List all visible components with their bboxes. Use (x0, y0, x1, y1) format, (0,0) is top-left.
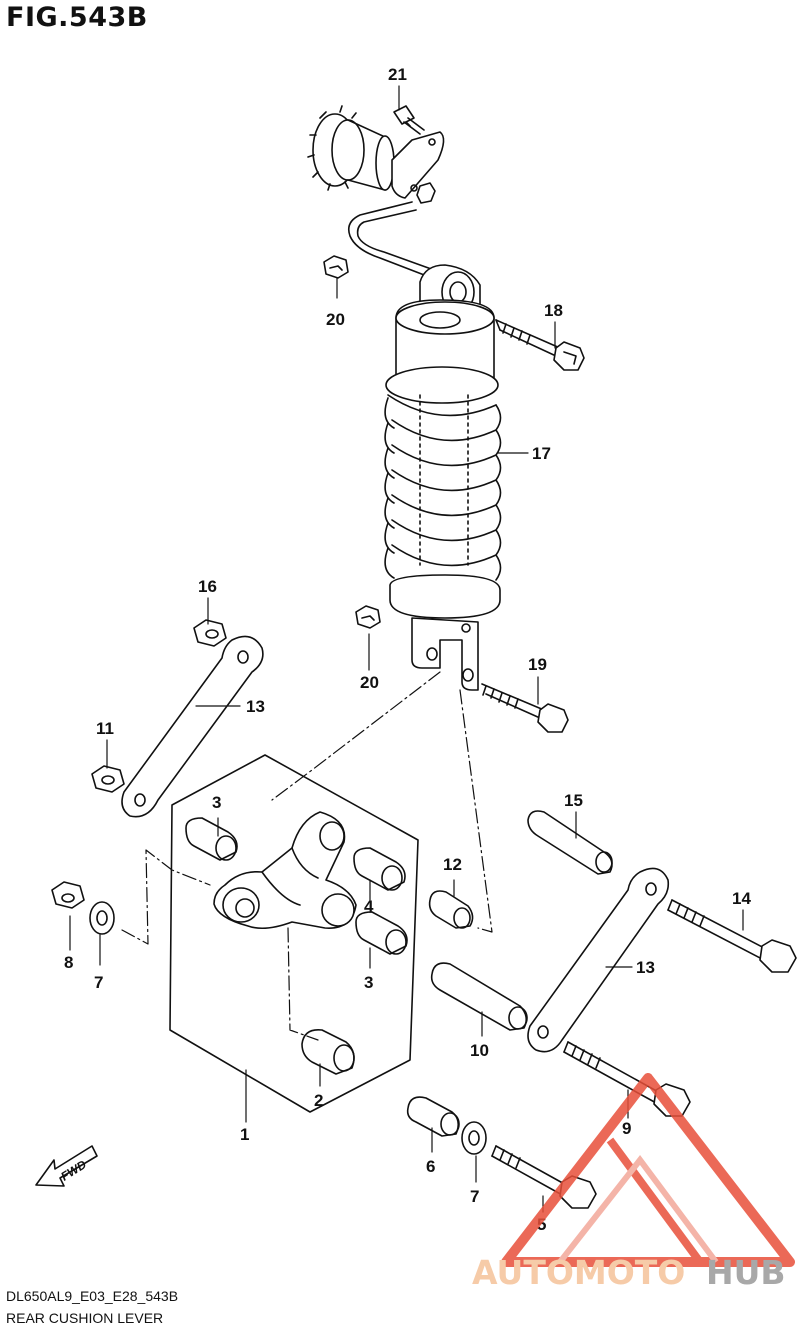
spacer-12 (428, 890, 474, 929)
nut-8 (51, 881, 85, 909)
bolt-19 (481, 683, 569, 733)
figure-name: REAR CUSHION LEVER (6, 1310, 164, 1326)
centre-lines (121, 671, 493, 1041)
callout-1: 1 (240, 1125, 249, 1144)
bushing-2 (301, 1028, 355, 1075)
bolt-18 (495, 319, 585, 371)
callout-12: 12 (443, 855, 462, 874)
callout-3-upper: 3 (212, 793, 221, 812)
spacer-15 (527, 810, 613, 875)
watermark-logo: AUTOMOTO HUB (472, 1073, 795, 1292)
callout-17: 17 (532, 444, 551, 463)
lever-assembly-outline (169, 754, 419, 1113)
spacer-10 (430, 962, 528, 1031)
nut-11 (91, 765, 125, 793)
bushing-4 (353, 847, 406, 891)
callout-7-left: 7 (94, 973, 103, 992)
nut-16 (193, 619, 227, 647)
bolt-14 (667, 899, 797, 973)
washer-7-right (461, 1121, 487, 1155)
preload-adjuster (307, 105, 445, 279)
callout-10: 10 (470, 1041, 489, 1060)
callout-18: 18 (544, 301, 563, 320)
callout-3-lower: 3 (364, 973, 373, 992)
callouts: 21 20 18 17 16 20 19 13 11 3 15 12 14 4 … (64, 65, 751, 1234)
callout-13-right: 13 (636, 958, 655, 977)
callout-6: 6 (426, 1157, 435, 1176)
watermark-text-hub: HUB (706, 1253, 786, 1292)
callout-15: 15 (564, 791, 583, 810)
callout-5: 5 (537, 1215, 546, 1234)
callout-11: 11 (96, 719, 114, 738)
callout-13-left: 13 (246, 697, 265, 716)
leader-lines (69, 85, 744, 1213)
callout-8: 8 (64, 953, 73, 972)
bushing-3-upper (185, 817, 238, 861)
rod-13-left (121, 635, 264, 818)
spacer-6 (406, 1096, 460, 1137)
bolt-5 (491, 1145, 597, 1209)
callout-2: 2 (314, 1091, 323, 1110)
callout-21: 21 (388, 65, 407, 84)
callout-20-upper: 20 (326, 310, 345, 329)
callout-7-right: 7 (470, 1187, 479, 1206)
callout-4: 4 (364, 897, 374, 916)
figure-title: FIG.543B (6, 2, 148, 33)
callout-9: 9 (622, 1119, 631, 1138)
rod-13-right (527, 867, 670, 1053)
rear-shock-absorber (384, 264, 502, 691)
callout-16: 16 (198, 577, 217, 596)
fwd-arrow: FWD (35, 1145, 98, 1187)
bushing-3-lower (355, 911, 408, 955)
callout-14: 14 (732, 889, 751, 908)
cushion-lever (213, 811, 357, 930)
washer-7-left (89, 901, 115, 935)
callout-19: 19 (528, 655, 547, 674)
watermark-text-automoto: AUTOMOTO (472, 1253, 685, 1292)
callout-20-lower: 20 (360, 673, 379, 692)
figure-code: DL650AL9_E03_E28_543B (6, 1288, 179, 1304)
